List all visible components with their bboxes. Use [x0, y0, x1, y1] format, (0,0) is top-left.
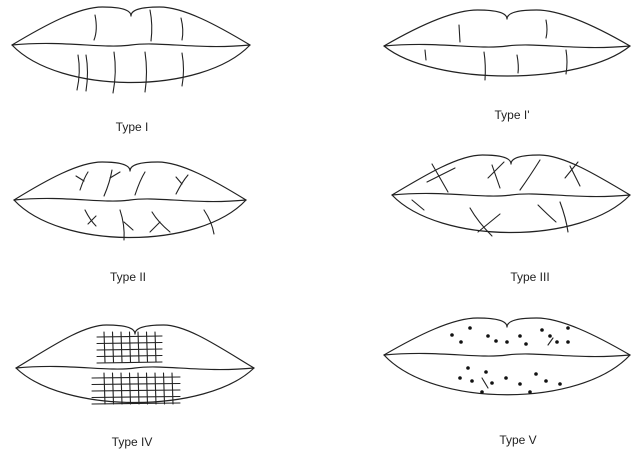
lip-dot — [466, 366, 470, 370]
upper-lip-outline — [392, 155, 630, 195]
upper-lip-outline — [16, 325, 254, 368]
lip-groove — [478, 214, 500, 232]
lip-groove — [86, 55, 88, 91]
lip-groove — [425, 50, 426, 60]
lower-lip-outline — [392, 195, 630, 233]
lip-groove — [517, 55, 518, 73]
lip-dot — [558, 382, 562, 386]
lip-groove — [135, 172, 145, 195]
lip-panel-type-4 — [16, 325, 254, 404]
lip-dot — [528, 390, 532, 394]
lip-dot — [555, 340, 559, 344]
lip-groove — [412, 200, 424, 210]
mouth-line — [12, 43, 250, 46]
lip-groove — [570, 166, 580, 186]
lip-groove — [176, 177, 182, 184]
lip-dot — [566, 326, 570, 330]
lip-dot — [480, 390, 484, 394]
lip-dot — [534, 372, 538, 376]
lip-groove — [104, 170, 112, 196]
lip-dot — [494, 339, 498, 343]
lip-dot — [566, 340, 570, 344]
caption-type-1: Type I — [116, 120, 149, 134]
mouth-line — [16, 366, 254, 369]
lip-groove — [492, 165, 500, 188]
lip-groove — [182, 53, 184, 86]
lip-dot — [504, 376, 508, 380]
lip-groove — [566, 50, 567, 74]
lip-groove — [76, 176, 84, 181]
lip-dot — [505, 340, 509, 344]
lip-groove — [77, 55, 79, 90]
lip-groove — [548, 338, 553, 345]
upper-lip-outline — [384, 318, 630, 355]
lip-groove — [546, 20, 547, 38]
lip-dot — [468, 326, 472, 330]
lip-groove — [124, 222, 133, 230]
lip-dot — [548, 334, 552, 338]
lip-groove — [120, 210, 124, 240]
lip-groove — [94, 15, 96, 40]
lip-groove — [150, 10, 152, 41]
lip-panel-type-2 — [14, 162, 246, 240]
lower-lip-outline — [14, 200, 246, 238]
lip-dot — [470, 379, 474, 383]
mouth-line — [384, 44, 630, 47]
lip-dot — [490, 381, 494, 385]
caption-type-4: Type IV — [112, 435, 153, 449]
upper-lip-outline — [12, 7, 250, 45]
lower-lip-outline — [384, 355, 630, 395]
lip-panel-type-1-prime — [384, 10, 630, 80]
lip-dot — [518, 334, 522, 338]
lip-groove — [97, 356, 162, 357]
lower-lip-outline — [384, 46, 630, 76]
upper-lip-outline — [384, 10, 630, 46]
lower-lip-outline — [12, 45, 250, 83]
lip-dot — [486, 334, 490, 338]
lip-groove — [92, 384, 180, 385]
lip-groove — [97, 362, 162, 363]
lip-groove — [172, 373, 173, 404]
lip-groove — [152, 212, 170, 232]
lip-groove — [150, 222, 160, 232]
lip-groove — [520, 160, 540, 190]
lip-groove — [538, 205, 556, 222]
lip-groove — [97, 336, 162, 337]
lip-groove — [145, 52, 147, 92]
caption-type-2: Type II — [110, 270, 146, 284]
lip-dot — [450, 333, 454, 337]
lip-panel-type-5 — [384, 318, 630, 395]
lip-panel-type-3 — [392, 155, 630, 236]
lip-dot — [524, 342, 528, 346]
lip-dot — [459, 340, 463, 344]
lip-dot — [544, 379, 548, 383]
mouth-line — [392, 193, 630, 196]
upper-lip-outline — [14, 162, 246, 200]
lip-dot — [540, 328, 544, 332]
lip-dot — [458, 376, 462, 380]
caption-type-5: Type V — [499, 433, 536, 447]
mouth-line — [14, 198, 246, 201]
lip-groove — [92, 390, 180, 391]
lip-groove — [459, 25, 460, 42]
lip-groove — [181, 18, 183, 40]
lip-groove — [92, 377, 180, 378]
lip-groove — [482, 378, 488, 388]
lip-groove — [97, 343, 162, 344]
lip-dot — [518, 382, 522, 386]
lip-groove — [113, 52, 115, 93]
mouth-line — [384, 353, 630, 356]
lip-panel-type-1 — [12, 7, 250, 93]
caption-type-3: Type III — [510, 270, 549, 284]
caption-type-1-prime: Type I' — [495, 108, 530, 122]
lip-groove — [97, 349, 162, 350]
lip-dot — [484, 370, 488, 374]
